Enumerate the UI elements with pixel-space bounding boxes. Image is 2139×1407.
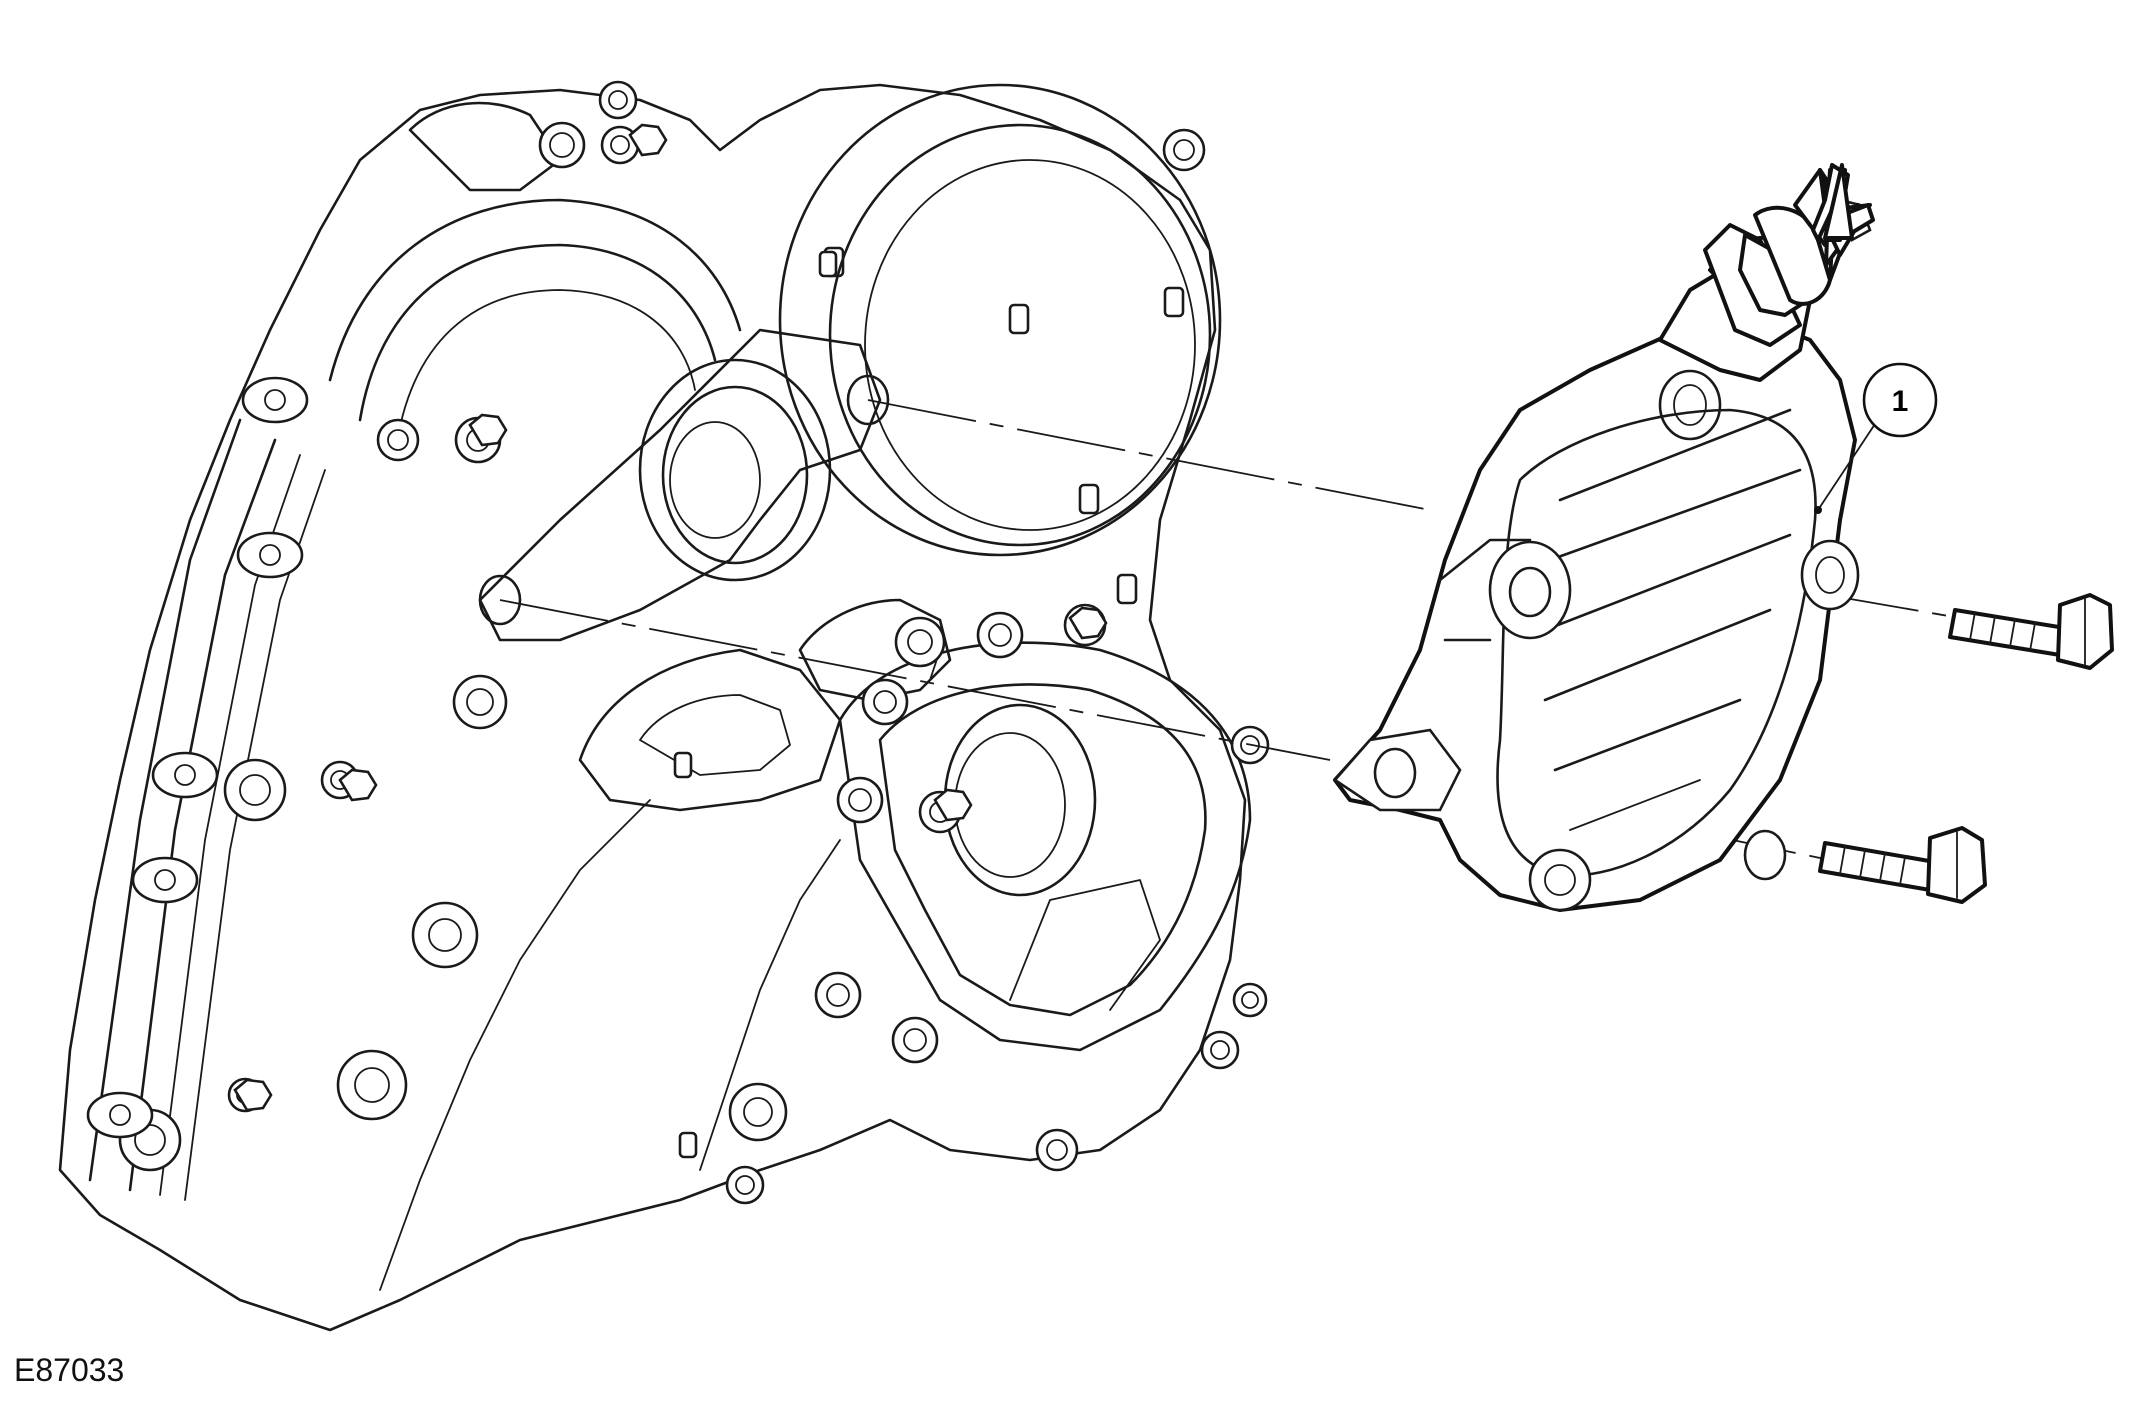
bolt-head	[976, 611, 1024, 659]
hex-nut	[933, 788, 973, 822]
cover-bolts	[86, 80, 1270, 1205]
figure-id: E87033	[14, 1352, 125, 1388]
bolt-head	[894, 616, 946, 668]
callout-1: 1	[1814, 362, 1938, 514]
guide-pivot	[236, 531, 304, 579]
callout-label: 1	[1892, 385, 1909, 418]
bolt-head	[452, 674, 508, 730]
hex-nut	[233, 1078, 273, 1112]
dowel-pin	[673, 751, 693, 779]
guide-pivot	[151, 751, 219, 799]
guide-pivot	[131, 856, 199, 904]
hex-nut	[1068, 606, 1108, 640]
bolt-head	[728, 1082, 788, 1142]
bolt-head	[814, 971, 862, 1019]
hex-nut	[628, 123, 668, 157]
bolt-head	[891, 1016, 939, 1064]
vacuum-pump	[1333, 163, 1875, 912]
non-return-valve	[1703, 163, 1875, 347]
valve-spigot	[1823, 163, 1854, 240]
bolt-head	[1232, 982, 1268, 1018]
bolt-head	[376, 418, 420, 462]
bolt-head	[600, 125, 640, 165]
pump-bolt-lower	[1818, 826, 1987, 904]
bolt-head	[836, 776, 884, 824]
bolt-head	[538, 121, 586, 169]
guide-pivot	[241, 376, 309, 424]
bolt-head	[1200, 1030, 1240, 1070]
pump-bolt-upper	[1948, 593, 2114, 670]
bolt-head	[1035, 1128, 1079, 1172]
guide-pivot	[86, 1091, 154, 1139]
bolt-head	[861, 678, 909, 726]
bolt-head	[725, 1165, 765, 1205]
bolt-head	[411, 901, 479, 969]
bolt-head	[598, 80, 638, 120]
timing-cover	[58, 83, 1252, 1332]
dowel-pin	[818, 250, 838, 278]
dowel-pin	[678, 1131, 698, 1159]
bolt-head	[223, 758, 287, 822]
bolt-head	[1162, 128, 1206, 172]
hex-nut	[468, 413, 508, 447]
hex-nut	[338, 768, 378, 802]
bolt-head	[336, 1049, 408, 1121]
callout-circle	[1862, 362, 1938, 438]
